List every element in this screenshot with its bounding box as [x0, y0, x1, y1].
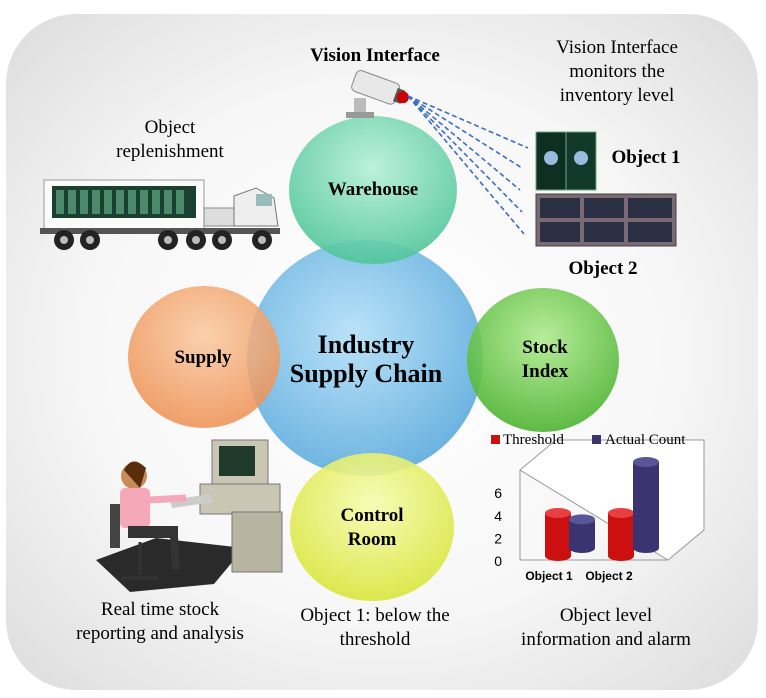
bar-threshold-1	[545, 508, 571, 561]
replenishment-label: Object replenishment	[70, 116, 270, 164]
center-circle	[247, 240, 483, 476]
warehouse-ellipse	[289, 116, 457, 264]
stock-index-line: Stock	[522, 337, 568, 358]
category-label-object1: Object 1	[525, 569, 573, 583]
control-room-label: Control Room	[300, 504, 444, 552]
control-room-line: Control	[340, 505, 404, 526]
stock-index-label: Stock Index	[490, 336, 600, 384]
legend-threshold-label: Threshold	[503, 432, 564, 448]
object1-label: Object 1	[611, 147, 681, 168]
object2-boxes-image	[535, 193, 677, 247]
replenishment-line: Object	[144, 117, 196, 138]
center-title-line: Industry	[317, 330, 415, 359]
warehouse-label: Warehouse	[327, 179, 419, 200]
camera-icon	[346, 70, 409, 118]
stock-index-line: Index	[521, 360, 569, 382]
bar-actual-count-1	[569, 514, 595, 553]
below-threshold-label: Object 1: below the threshold	[270, 604, 480, 652]
y-tick-label: 0	[494, 553, 502, 569]
control-room-ellipse	[290, 453, 454, 601]
legend-actual-label: Actual Count	[605, 432, 686, 448]
reporting-label: Real time stock reporting and analysis	[40, 598, 280, 646]
legend-threshold-swatch	[491, 435, 500, 444]
center-title: Industry Supply Chain	[266, 330, 466, 388]
y-tick-label: 6	[494, 485, 502, 501]
truck-image	[40, 179, 280, 250]
level-info-line: Object level	[559, 605, 653, 626]
y-tick-label: 4	[494, 508, 502, 524]
supply-ellipse	[128, 286, 280, 428]
vision-note-line: Vision Interface	[556, 37, 678, 58]
level-info-label: Object level information and alarm	[490, 604, 722, 652]
level-info-line: information and alarm	[521, 628, 691, 650]
reporting-line: reporting and analysis	[76, 622, 244, 644]
supply-label: Supply	[174, 347, 232, 368]
center-title-line: Supply Chain	[289, 359, 443, 389]
below-threshold-line: threshold	[339, 628, 411, 650]
stock-index-ellipse	[467, 288, 619, 432]
control-room-line: Room	[347, 528, 397, 550]
level-chart: 0 2 4 6	[491, 435, 705, 569]
below-threshold-line: Object 1: below the	[300, 605, 450, 626]
object2-label: Object 2	[568, 258, 638, 279]
vision-rays	[407, 95, 529, 235]
category-label-object2: Object 2	[585, 569, 633, 583]
vision-note-line: monitors the	[569, 60, 665, 82]
bar-threshold-2	[608, 508, 634, 561]
legend-actual-swatch	[592, 435, 601, 444]
vision-interface-label: Vision Interface	[310, 45, 440, 66]
replenishment-line: replenishment	[116, 140, 224, 162]
y-tick-label: 2	[494, 530, 502, 546]
bar-actual-count-2	[633, 457, 659, 553]
object1-boxes-image	[535, 131, 597, 191]
chart-ticks: 0 2 4 6	[494, 485, 502, 569]
operator-computer-image	[96, 439, 283, 592]
vision-note: Vision Interface monitors the inventory …	[522, 36, 712, 107]
vision-note-line: inventory level	[559, 84, 675, 106]
reporting-line: Real time stock	[100, 599, 220, 620]
chart-bars	[545, 457, 659, 561]
